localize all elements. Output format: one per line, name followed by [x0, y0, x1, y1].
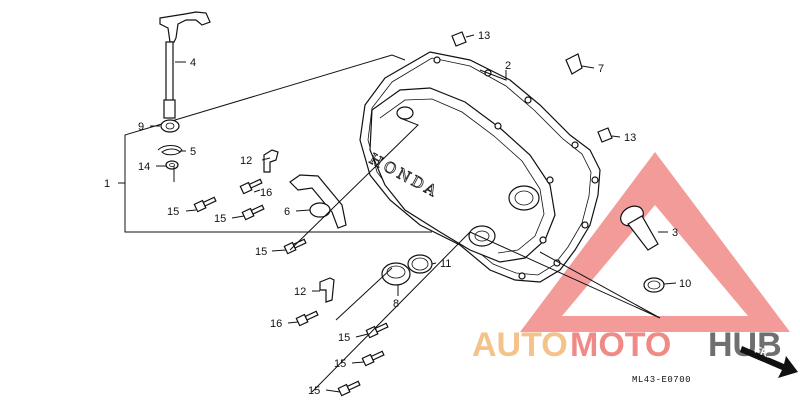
callout-13b: 13 [624, 132, 636, 144]
bracket-6 [289, 174, 347, 229]
callout-numbers: 1 2 3 4 5 6 7 8 9 10 11 12 12 13 13 14 1… [104, 30, 691, 397]
bolts [193, 178, 389, 397]
front-direction-arrow: FR. [740, 345, 798, 378]
callout-15f: 15 [308, 385, 320, 397]
callout-7: 7 [598, 63, 604, 75]
callout-2: 2 [505, 60, 511, 72]
callout-11: 11 [440, 258, 451, 270]
callout-13a: 13 [478, 30, 490, 42]
callout-15d: 15 [338, 332, 350, 344]
clutch-cover: HONDA [359, 51, 601, 283]
callout-10: 10 [679, 278, 691, 290]
watermark-moto: MOTO [570, 326, 671, 364]
leader-lines [150, 34, 677, 393]
dowels [451, 31, 613, 143]
callout-3: 3 [672, 227, 678, 239]
callout-12a: 12 [240, 155, 252, 167]
lifter-small-parts [157, 119, 183, 170]
part1-frame [118, 54, 432, 233]
watermark-text: AUTO MOTO HUB [472, 326, 782, 364]
callout-14: 14 [138, 161, 150, 173]
callout-15b: 15 [214, 213, 226, 225]
callout-15e: 15 [334, 358, 346, 370]
callout-6: 6 [284, 206, 290, 218]
callout-4: 4 [190, 57, 196, 69]
cable-clamps [263, 149, 335, 303]
callout-15c: 15 [255, 246, 267, 258]
callout-8: 8 [393, 298, 399, 310]
oil-filler-cap [620, 205, 665, 293]
cap-and-oring [381, 254, 433, 286]
diagram-code: ML43-E0700 [632, 375, 691, 385]
callout-12b: 12 [294, 286, 306, 298]
callout-15a: 15 [167, 206, 179, 218]
callout-16a: 16 [260, 187, 272, 199]
watermark-auto: AUTO [472, 326, 568, 364]
callout-16b: 16 [270, 318, 282, 330]
callout-1: 1 [104, 178, 110, 190]
flange-bolt-bosses [433, 56, 599, 280]
callout-9: 9 [138, 121, 144, 133]
watermark-triangle [520, 152, 790, 332]
callout-5: 5 [190, 146, 196, 158]
watermark-hub: HUB [708, 326, 782, 364]
clutch-lifter-rod [159, 11, 211, 119]
